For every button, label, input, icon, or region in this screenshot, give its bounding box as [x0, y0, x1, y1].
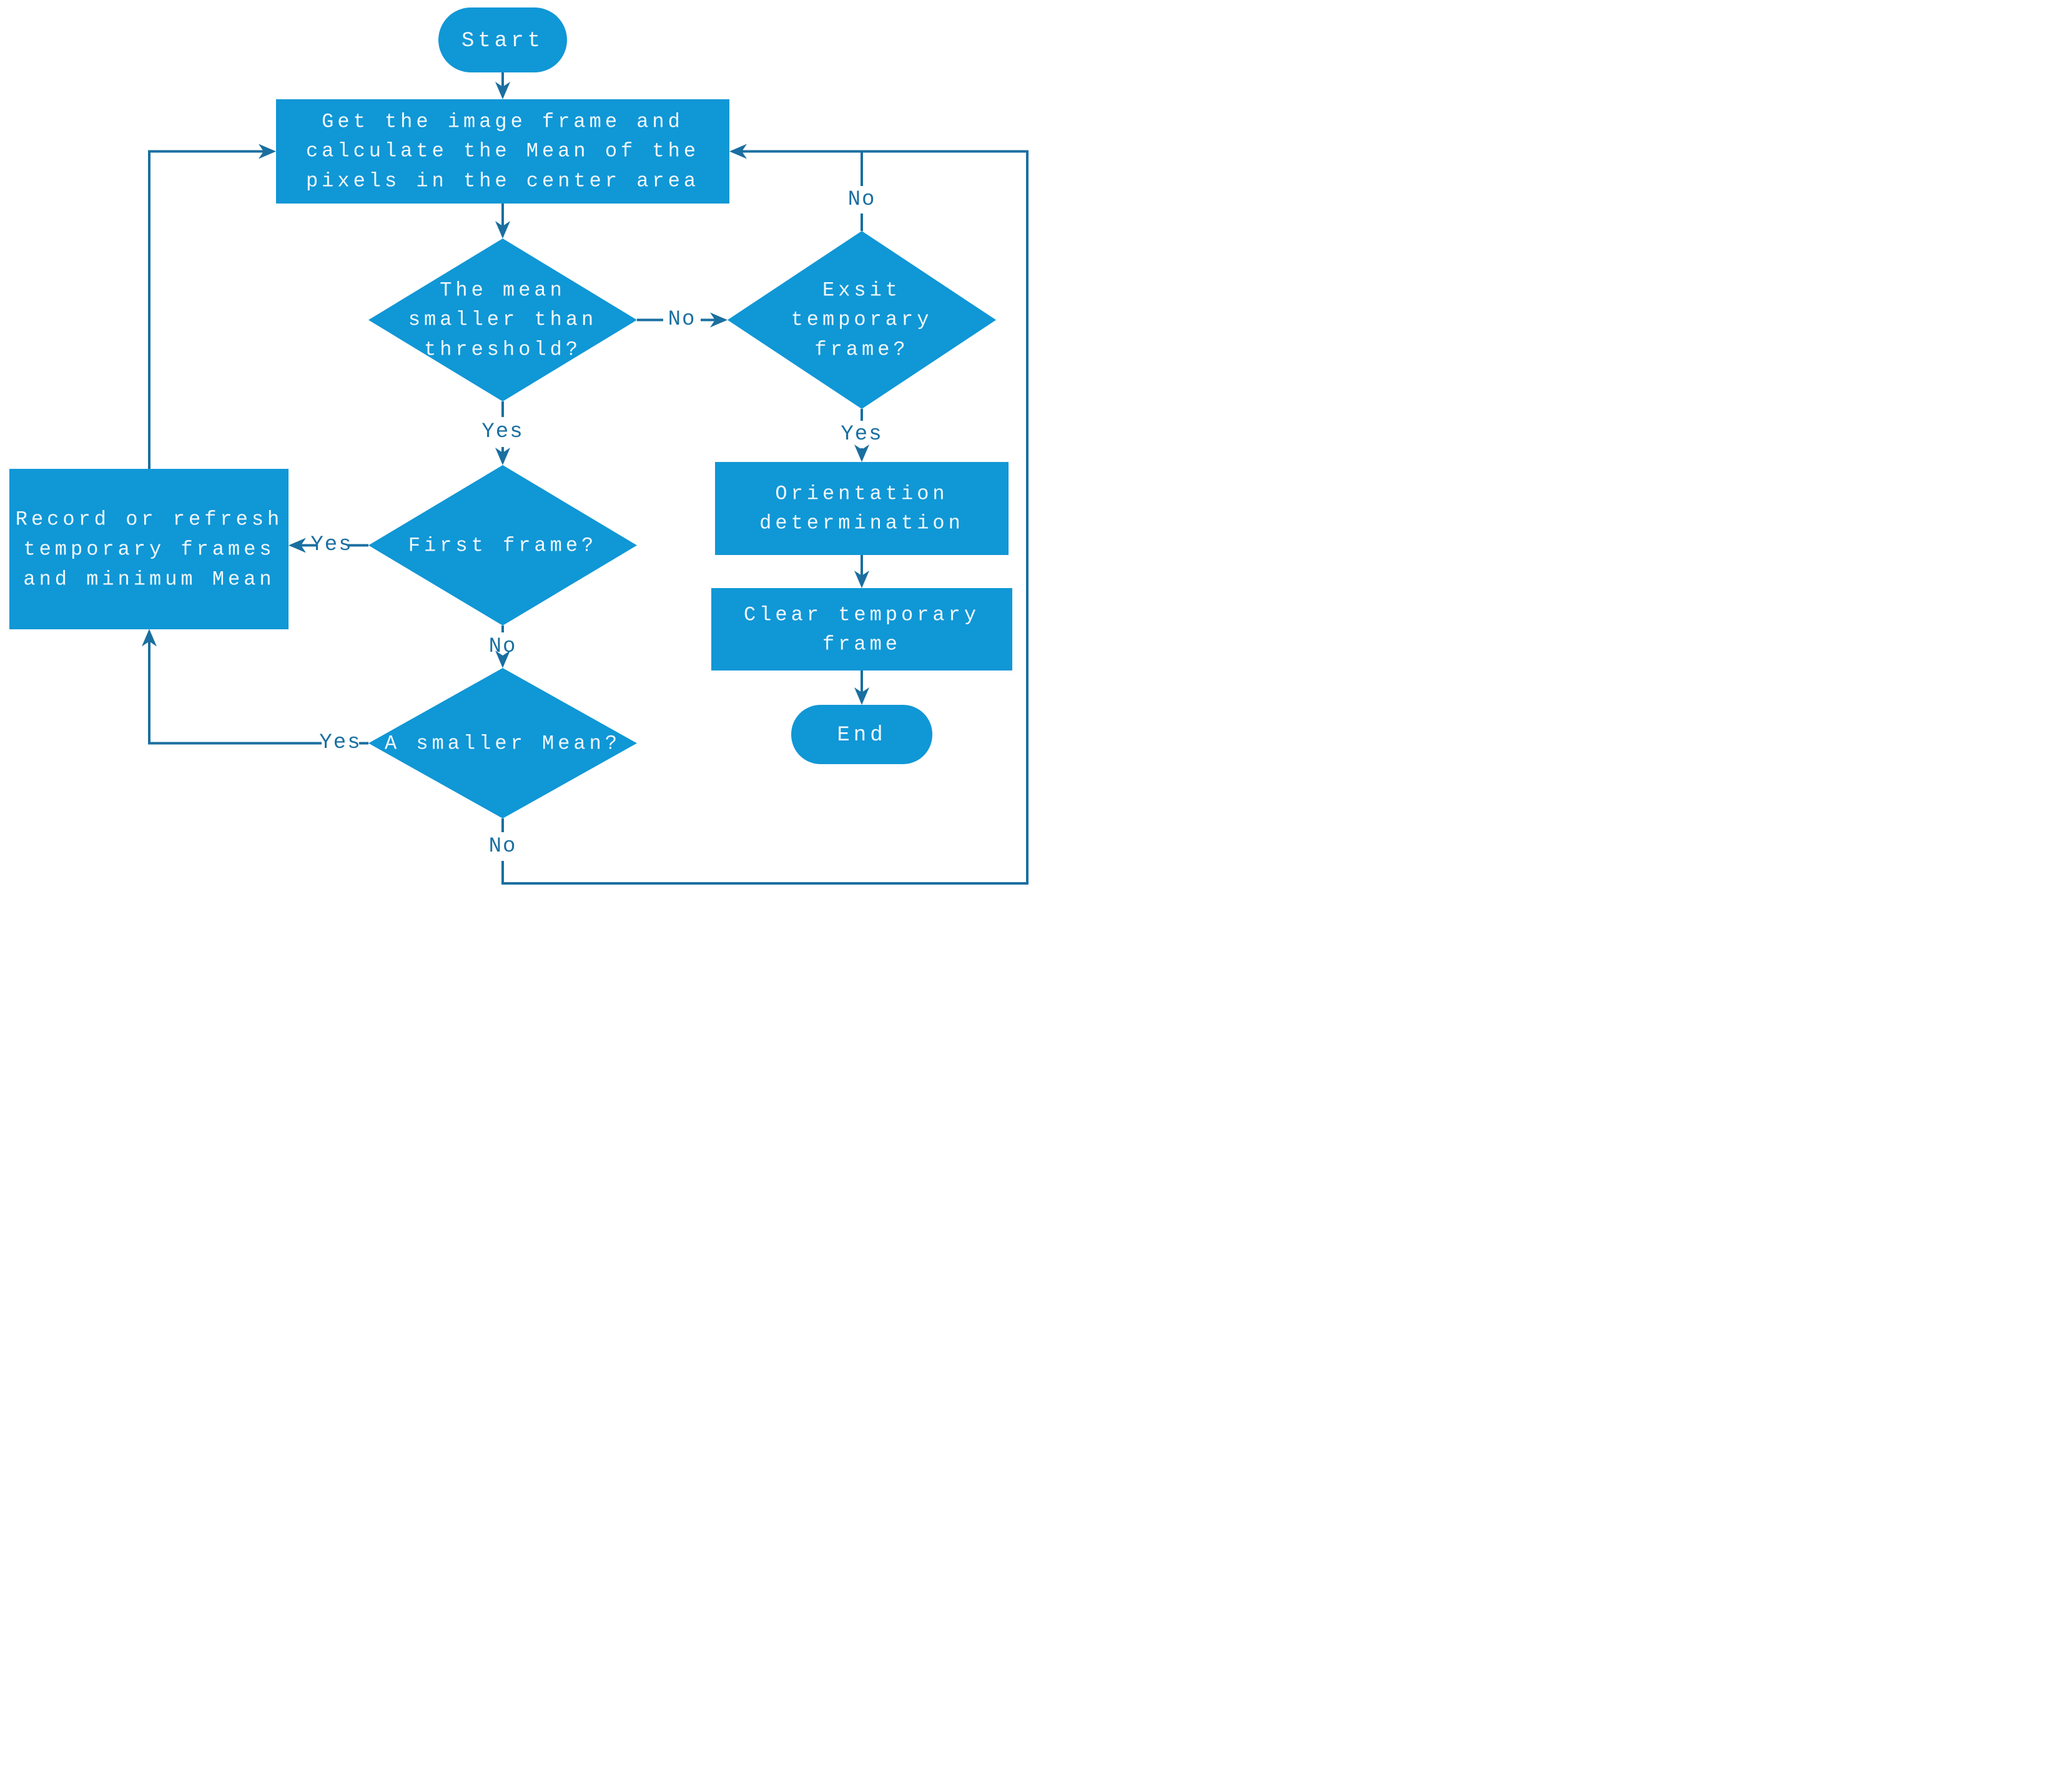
clear-frame-line-1: Clear temporary — [744, 604, 980, 627]
orientation-line-1: Orientation — [775, 483, 948, 506]
first-frame-label: First frame? — [408, 534, 597, 557]
edge-label-meanthreshold-yes: Yes — [481, 420, 523, 444]
start-terminator-shape — [438, 7, 567, 72]
node-clear-frame: Clear temporary frame — [711, 588, 1012, 670]
edge-label-firstframe-no: No — [489, 635, 517, 659]
first-frame-decision-shape — [368, 465, 637, 626]
node-first-frame: First frame? — [368, 465, 637, 626]
node-orientation: Orientation determination — [715, 462, 1009, 555]
node-get-frame: Get the image frame and calculate the Me… — [276, 99, 729, 204]
nodes: Start Get the image frame and calculate … — [9, 7, 1012, 818]
get-frame-line-3: pixels in the center area — [306, 170, 699, 193]
edge-label-smallermean-no: No — [489, 835, 517, 858]
edge-label-meanthreshold-no: No — [668, 308, 696, 332]
node-smaller-mean: A smaller Mean? — [368, 668, 637, 818]
edge-label-exsit-yes: Yes — [841, 423, 882, 446]
clear-frame-line-2: frame — [822, 633, 901, 656]
smaller-mean-decision-shape — [368, 668, 637, 818]
edge-label-firstframe-yes: Yes — [310, 533, 352, 557]
connector-record-to-getframe-loop — [148, 144, 276, 469]
record-refresh-line-3: and minimum Mean — [23, 568, 275, 591]
connector-smallermean-yes-arrow — [142, 629, 322, 745]
end-terminator-shape — [791, 705, 932, 764]
mean-threshold-decision-shape — [368, 238, 637, 401]
mean-threshold-line-3: threshold? — [424, 338, 581, 361]
edge-label-smallermean-yes: Yes — [319, 731, 361, 755]
get-frame-line-1: Get the image frame and — [322, 111, 684, 134]
flowchart-svg: Start Get the image frame and calculate … — [9, 7, 1029, 885]
get-frame-line-2: calculate the Mean of the — [306, 140, 699, 163]
node-end: End — [791, 705, 932, 764]
record-refresh-line-1: Record or refresh — [16, 508, 283, 531]
connector-smallermean-no-loop — [501, 144, 1029, 885]
clear-frame-process-shape — [711, 588, 1012, 670]
node-record-refresh: Record or refresh temporary frames and m… — [9, 469, 289, 629]
edge-label-exsit-no: No — [848, 188, 876, 212]
flowchart-canvas: Start Get the image frame and calculate … — [0, 0, 1036, 892]
exsit-frame-line-2: temporary — [791, 308, 933, 332]
start-label: Start — [461, 29, 544, 53]
exsit-frame-decision-shape — [728, 231, 996, 409]
node-start: Start — [438, 7, 567, 72]
record-refresh-process-shape — [9, 469, 289, 629]
exsit-frame-line-1: Exsit — [822, 279, 901, 302]
end-label: End — [837, 724, 886, 747]
get-frame-process-shape — [276, 99, 729, 204]
smaller-mean-label: A smaller Mean? — [385, 732, 621, 755]
mean-threshold-line-2: smaller than — [408, 308, 597, 332]
orientation-process-shape — [715, 462, 1009, 555]
exsit-frame-line-3: frame? — [814, 338, 909, 361]
orientation-line-2: determination — [759, 512, 964, 535]
node-mean-threshold: The mean smaller than threshold? — [368, 238, 637, 401]
node-exsit-frame: Exsit temporary frame? — [728, 231, 996, 409]
mean-threshold-line-1: The mean — [440, 279, 566, 302]
record-refresh-line-2: temporary frames — [23, 538, 275, 561]
connectors — [142, 72, 1029, 885]
edge-labels: Yes No No Yes Yes No Yes No — [310, 188, 882, 858]
